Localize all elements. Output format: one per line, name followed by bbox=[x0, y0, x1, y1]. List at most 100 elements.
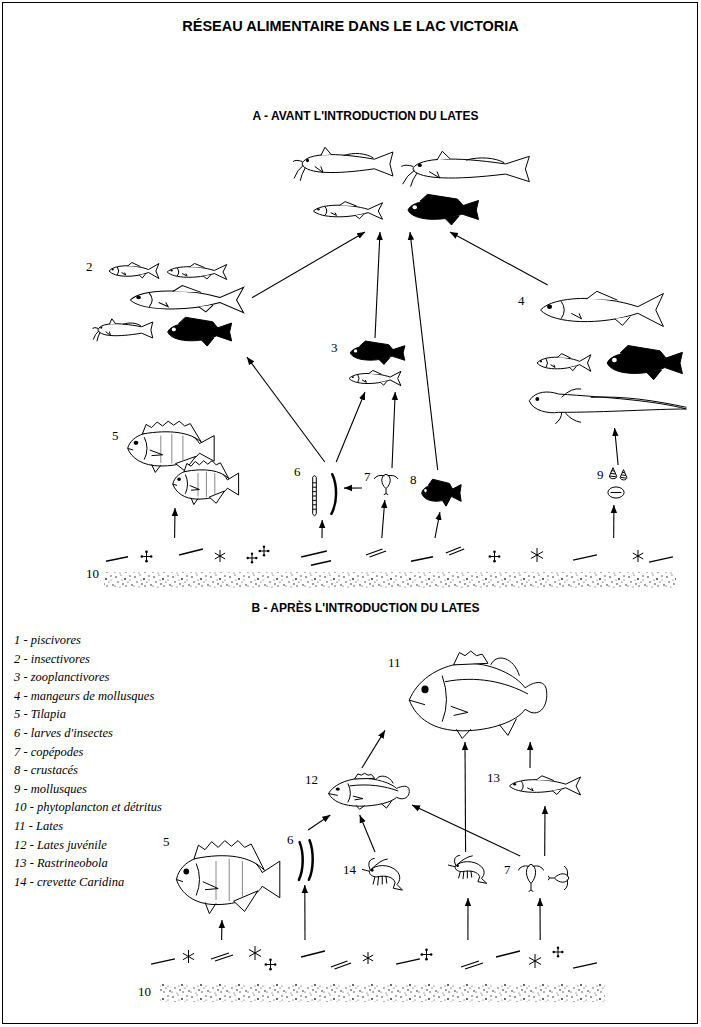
tilapia-icon bbox=[173, 461, 239, 505]
food-arrow bbox=[360, 815, 375, 852]
detritus-band bbox=[104, 572, 676, 588]
organism-group bbox=[285, 138, 535, 232]
food-arrow bbox=[321, 520, 322, 538]
callout-number: 6 bbox=[294, 464, 301, 479]
callout-number: 13 bbox=[487, 770, 500, 785]
legend-text: 11 - Lates bbox=[14, 819, 63, 833]
heading-text: A - AVANT L'INTRODUCTION DU LATES bbox=[253, 109, 479, 123]
text-slot: 13 - Rastrineobola bbox=[14, 853, 274, 871]
organism-group: 4 bbox=[516, 285, 692, 428]
callout-number: 7 bbox=[504, 862, 511, 877]
callout-number: 7 bbox=[364, 469, 371, 484]
plankton-icon bbox=[446, 547, 464, 555]
food-arrow bbox=[308, 815, 330, 830]
callout-number: 4 bbox=[518, 293, 525, 308]
copepod-icon bbox=[548, 866, 569, 890]
text-slot: 7 - copépodes bbox=[14, 742, 274, 760]
plankton-icon bbox=[301, 551, 327, 557]
food-arrow bbox=[247, 357, 325, 462]
plankton-icon bbox=[489, 551, 501, 563]
organism-group: 13 bbox=[485, 768, 585, 806]
mollusc-eaters-group bbox=[529, 291, 686, 424]
text-slot: 8 - crustacés bbox=[14, 760, 274, 778]
callout-number: 12 bbox=[305, 772, 318, 787]
plankton-icon bbox=[366, 549, 386, 557]
plankton-icon bbox=[553, 947, 564, 958]
lungfish-icon bbox=[529, 389, 686, 424]
fish-icon bbox=[408, 194, 479, 225]
food-arrow bbox=[174, 508, 175, 538]
food-arrow bbox=[539, 898, 540, 940]
plankton-icon bbox=[649, 557, 673, 562]
text-slot: A - AVANT L'INTRODUCTION DU LATES bbox=[30, 106, 701, 124]
plankton-band: 10 bbox=[130, 940, 612, 1008]
legend-text: 5 - Tilapia bbox=[14, 707, 66, 721]
food-arrow bbox=[613, 505, 614, 538]
organism-group: 11 bbox=[385, 645, 550, 742]
shrimp-icon bbox=[448, 855, 487, 883]
organism-group: 6 bbox=[285, 830, 318, 885]
organism-group: 12 bbox=[303, 768, 412, 815]
detritus-band bbox=[160, 984, 605, 1002]
plankton-icon bbox=[106, 557, 128, 562]
callout-number: 14 bbox=[343, 862, 356, 877]
larva-icon bbox=[313, 476, 317, 516]
fish-icon bbox=[313, 202, 382, 220]
plankton-icon bbox=[311, 561, 331, 566]
callout-number: 9 bbox=[597, 467, 604, 482]
plankton-icon bbox=[496, 951, 520, 957]
juvenile-lates-icon bbox=[329, 773, 410, 809]
tilapia-group bbox=[128, 421, 239, 504]
legend-text: 13 - Rastrineobola bbox=[14, 856, 108, 870]
callout-number: 3 bbox=[331, 340, 338, 355]
plankton-icon bbox=[259, 546, 270, 557]
legend-text: 10 - phytoplancton et détritus bbox=[14, 800, 162, 814]
plankton-icon bbox=[265, 959, 277, 971]
plankton-icon bbox=[331, 961, 351, 969]
plankton-icon bbox=[411, 557, 433, 562]
organism-group: 8 bbox=[408, 470, 462, 512]
text-slot: 4 - mangeurs de mollusques bbox=[14, 686, 274, 704]
plankton-icon bbox=[363, 952, 373, 964]
larva-icon bbox=[299, 842, 303, 880]
plankton-icon bbox=[183, 950, 194, 963]
copepod-icon bbox=[374, 474, 398, 495]
plankton-icon bbox=[461, 961, 483, 969]
shrimp-icon bbox=[362, 858, 402, 890]
fish-icon bbox=[109, 263, 159, 279]
fish-icon bbox=[349, 370, 401, 385]
food-arrow bbox=[344, 487, 362, 488]
food-arrow bbox=[221, 920, 222, 940]
text-slot: B - APRÈS L'INTRODUCTION DU LATES bbox=[30, 598, 701, 616]
title-text: RÉSEAU ALIMENTAIRE DANS LE LAC VICTORIA bbox=[182, 18, 518, 34]
plankton-icon bbox=[573, 555, 597, 560]
food-arrow bbox=[304, 885, 305, 940]
legend-text: 1 - piscivores bbox=[14, 633, 81, 647]
food-arrow bbox=[410, 232, 438, 470]
legend-text: 2 - insectivores bbox=[14, 652, 90, 666]
plankton-icon bbox=[421, 949, 433, 961]
text-slot: RÉSEAU ALIMENTAIRE DANS LE LAC VICTORIA bbox=[0, 17, 701, 35]
food-arrow bbox=[412, 805, 520, 856]
food-arrow bbox=[252, 232, 365, 298]
plankton-icon bbox=[211, 953, 233, 961]
copepod-icon bbox=[518, 864, 544, 892]
plankton-icon bbox=[531, 548, 543, 562]
food-arrow bbox=[615, 428, 619, 465]
fish-icon bbox=[168, 317, 232, 346]
larva-icon bbox=[331, 474, 336, 514]
fish-icon bbox=[607, 346, 682, 380]
fish-icon bbox=[93, 319, 153, 341]
food-arrow bbox=[529, 742, 530, 768]
legend-text: 9 - mollusques bbox=[14, 782, 87, 796]
fish-icon bbox=[541, 291, 664, 326]
organism-group: 2 bbox=[82, 255, 252, 357]
text-slot: 14 - crevette Caridina bbox=[14, 872, 274, 890]
lates-icon bbox=[409, 651, 546, 738]
food-arrow bbox=[467, 898, 468, 940]
heading-text: B - APRÈS L'INTRODUCTION DU LATES bbox=[251, 601, 479, 615]
fish-icon bbox=[293, 147, 393, 181]
food-arrow bbox=[382, 500, 385, 538]
text-slot: 1 - piscivores bbox=[14, 630, 274, 648]
